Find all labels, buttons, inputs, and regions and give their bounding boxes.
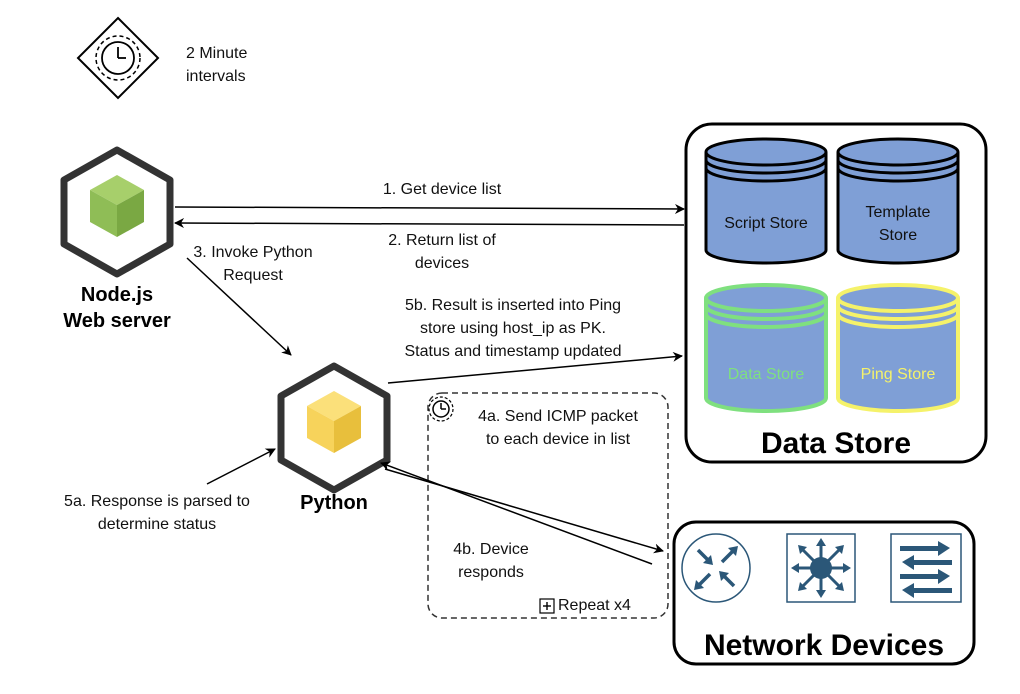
expand-plus-icon[interactable]	[539, 598, 555, 614]
arrow-device-responds	[380, 461, 653, 565]
arrow-result-inserted	[387, 351, 683, 384]
network-devices-title: Network Devices	[703, 629, 945, 662]
result-inserted-label: 5b. Result is inserted into Ping store u…	[404, 297, 622, 360]
data-store-label: Data Store	[727, 366, 805, 383]
timer-icon	[76, 16, 160, 100]
template-store-cylinder	[836, 137, 960, 265]
python-label: Python	[300, 492, 368, 514]
loop-clock-icon	[428, 396, 454, 422]
script-store-cylinder	[704, 137, 828, 265]
arrow-return-list	[174, 218, 685, 229]
arrow-send-icmp	[384, 468, 664, 554]
arrow-get-device-list	[174, 203, 685, 214]
layer2-switch-icon	[890, 533, 962, 603]
ping-store-label: Ping Store	[860, 366, 936, 383]
python-cube-icon	[277, 362, 391, 494]
arrow-response-parsed	[206, 448, 276, 485]
data-store-title: Data Store	[760, 427, 912, 460]
nodejs-cube-icon	[60, 146, 174, 278]
get-device-list-label: 1. Get device list	[382, 181, 502, 198]
loop-region	[427, 392, 669, 619]
switch-hub-icon	[786, 533, 856, 603]
script-store-label: Script Store	[724, 215, 808, 232]
repeat-label: Repeat x4	[558, 597, 631, 614]
arrow-invoke-python	[186, 257, 292, 356]
data-store-cylinder	[704, 283, 828, 413]
ping-store-cylinder	[836, 283, 960, 413]
router-icon	[681, 533, 751, 603]
